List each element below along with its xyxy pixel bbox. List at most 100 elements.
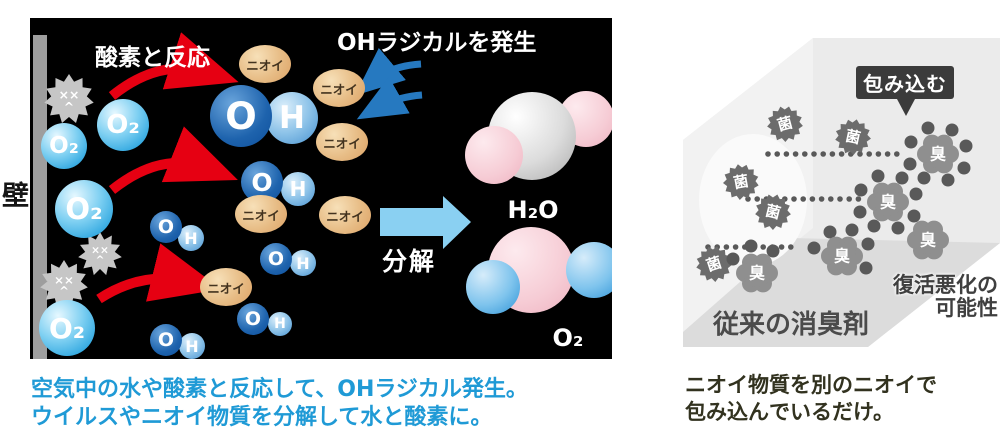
h2o-label: H₂O	[507, 196, 559, 224]
red-reaction-arrow-2	[108, 126, 238, 194]
odor-dot	[766, 244, 780, 258]
line-dot	[829, 151, 836, 157]
left-caption-line1: 空気中の水や酸素と反応して、OHラジカル発生。	[31, 377, 528, 402]
odor-particle: ニオイ	[319, 196, 371, 234]
line-dot	[788, 244, 794, 250]
odor-cloud: 臭	[853, 169, 923, 235]
decompose-label: 分解	[382, 247, 437, 276]
wrap-up-badge: 包み込む	[856, 66, 954, 116]
line-dot	[837, 196, 843, 202]
line-dot	[723, 244, 730, 250]
bacteria-body	[696, 246, 732, 282]
virus-body	[40, 260, 88, 307]
virus-particle: ××^	[44, 74, 94, 123]
revival-risk-label: 復活悪化の 可能性	[875, 274, 998, 320]
bacteria-badge: 菌	[755, 194, 791, 231]
virus-mouth: ^	[64, 99, 74, 114]
odor-cloud: 臭	[907, 220, 949, 260]
oh-h-ball: H	[290, 250, 316, 276]
line-dot	[811, 151, 817, 157]
odor-dot	[903, 157, 917, 171]
odor-dot	[917, 171, 931, 185]
odor-dot	[853, 205, 867, 219]
odor-dot	[807, 241, 821, 255]
cloud-center	[828, 242, 856, 270]
oh-o-ball: O	[260, 243, 292, 275]
bacteria-body	[722, 164, 759, 200]
virus-body	[44, 74, 94, 123]
right-caption: ニオイ物質を別のニオイで 包み込んでいるだけ。	[685, 372, 937, 426]
left-caption: 空気中の水や酸素と反応して、OHラジカル発生。 ウイルスやニオイ物質を分解して水…	[31, 376, 571, 432]
bacteria-badge: 菌	[722, 164, 759, 200]
line-dot	[783, 151, 790, 157]
line-dot	[838, 151, 845, 157]
wall-label: 壁	[2, 181, 29, 212]
oh-h-ball: H	[268, 312, 292, 336]
o2-ball: O₂	[41, 123, 87, 169]
line-dot	[809, 196, 816, 202]
line-dot	[732, 244, 739, 250]
o2-molecule-label: O₂	[552, 324, 584, 352]
line-dot	[760, 244, 766, 250]
cloud-center	[924, 140, 952, 168]
blue-return-arrow-2	[356, 76, 423, 120]
right-caption-line1: ニオイ物質を別のニオイで	[685, 373, 937, 397]
bacteria-char: 菌	[764, 201, 783, 222]
bacteria-char: 菌	[844, 127, 862, 148]
bacteria-char: 菌	[775, 113, 794, 134]
bacteria-badge: 菌	[696, 246, 732, 282]
h2o-hydrogen-sphere	[465, 126, 523, 184]
odor-cloud: 臭	[726, 239, 780, 293]
odor-dot	[895, 171, 909, 185]
line-dot	[754, 196, 760, 202]
o2-ball: O₂	[55, 180, 113, 238]
oh-radical-generated-label: OHラジカルを発生	[337, 30, 537, 56]
line-dot	[792, 151, 799, 157]
odor-dot	[907, 209, 921, 223]
bacteria-char: 菌	[732, 172, 750, 192]
virus-mouth: ^	[59, 284, 69, 298]
line-dot	[894, 151, 900, 157]
red-reaction-arrow-1	[108, 32, 239, 100]
o2-molecule-oxygen-sphere	[566, 242, 612, 298]
odor-dot	[921, 121, 935, 135]
odor-dot	[859, 261, 873, 275]
virus-particle: ××^	[40, 260, 88, 307]
reaction-arrows-layer: ××^××^××^	[40, 32, 471, 307]
virus-eyes: ××	[54, 273, 74, 287]
bacteria-badge: 菌	[835, 119, 871, 156]
blue-return-arrow-1	[354, 47, 422, 96]
conventional-deodorizer-label: 従来の消臭剤	[712, 310, 869, 340]
dotted-line	[765, 151, 900, 157]
line-dot	[800, 196, 806, 202]
virus-eyes: ××	[91, 244, 109, 256]
oh-h-ball: H	[179, 333, 205, 359]
line-dot	[774, 151, 780, 157]
odor-char: 臭	[930, 145, 946, 164]
oh-h-ball: H	[281, 172, 315, 206]
line-dot	[866, 151, 872, 157]
revival-risk-line1: 復活悪化の	[893, 273, 998, 297]
o2-ball: O₂	[97, 99, 149, 151]
line-dot	[846, 196, 852, 202]
odor-cloud: 臭	[903, 121, 973, 187]
odor-dot	[945, 123, 959, 137]
odor-particle: ニオイ	[316, 123, 368, 161]
odor-particle: ニオイ	[313, 69, 365, 107]
red-reaction-arrow-3	[96, 243, 222, 304]
bacteria-badge: 菌	[767, 106, 803, 143]
odor-particle: ニオイ	[239, 45, 291, 83]
line-dot	[778, 244, 785, 250]
oh-o-ball: O	[150, 324, 182, 356]
odor-dot	[744, 239, 758, 253]
left-caption-line2: ウイルスやニオイ物質を分解して水と酸素に。	[31, 405, 493, 430]
odor-dot	[909, 187, 923, 201]
bacteria-body	[767, 106, 803, 143]
o2-ball: O₂	[39, 300, 95, 356]
dotted-line	[745, 196, 862, 202]
odor-char: 臭	[749, 264, 765, 283]
line-dot	[884, 151, 891, 157]
oh-o-ball: O	[150, 211, 182, 243]
